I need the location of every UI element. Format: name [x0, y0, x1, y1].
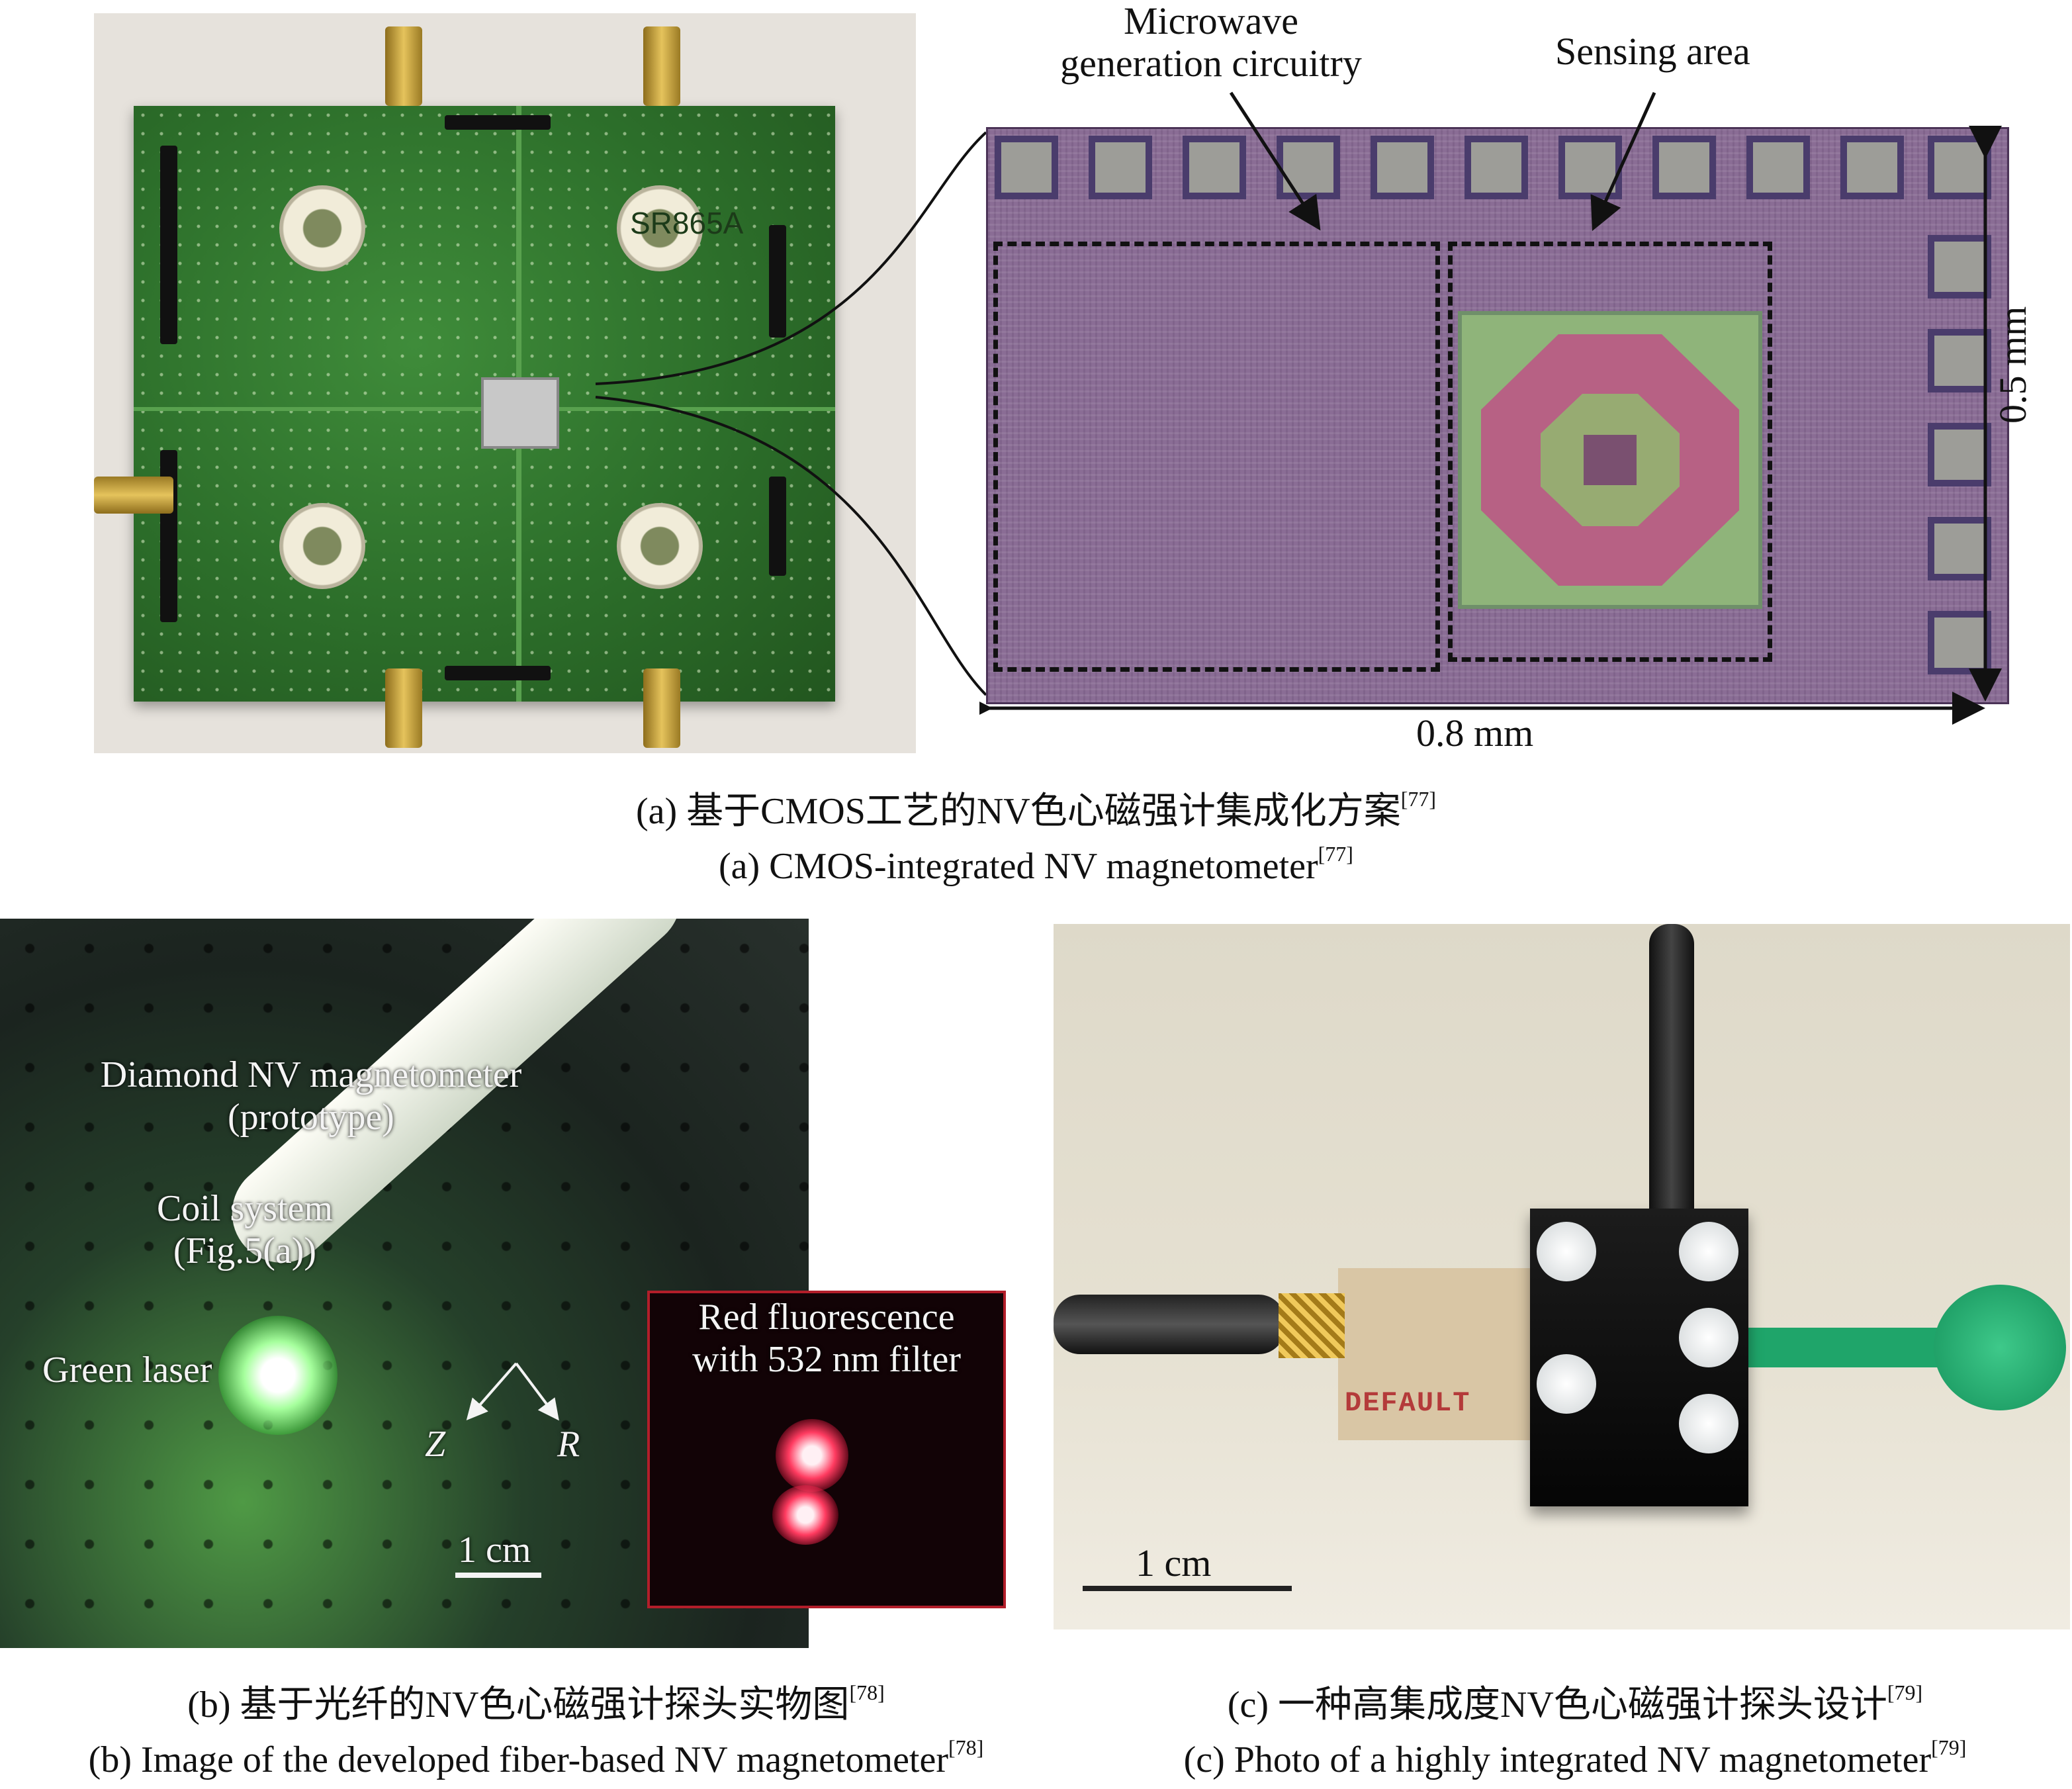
sma-connector	[643, 26, 680, 106]
pcb-board: SR865A	[134, 106, 835, 702]
caption-b-cn: (b) 基于光纤的NV色心磁强计探头实物图[78]	[0, 1674, 1072, 1728]
zoom-line-top	[595, 131, 987, 385]
inset-label-line1: Red fluorescence	[698, 1297, 955, 1338]
horizontal-cable	[1054, 1295, 1285, 1354]
annotation-arrows	[1229, 91, 1656, 232]
label-coil-line2: (Fig.5(a))	[173, 1230, 317, 1272]
axis-z-arrow	[466, 1362, 518, 1421]
caption-a-cn-ref: [77]	[1400, 787, 1437, 811]
pcb-silkscreen: SR865A	[630, 206, 744, 240]
pin-header	[445, 666, 551, 680]
sma-connector	[385, 668, 422, 748]
probe-photo: DEFAULT	[1054, 924, 2070, 1629]
chip-micrograph	[986, 127, 2009, 704]
green-laser-glow	[218, 1316, 338, 1435]
label-device-line2: (prototype)	[228, 1097, 394, 1138]
green-paddle	[1748, 1328, 1960, 1367]
caption-c-cn-ref: [79]	[1887, 1680, 1923, 1704]
bond-pad	[1371, 136, 1434, 199]
label-device-line1: Diamond NV magnetometer	[100, 1054, 522, 1095]
bond-pad	[1089, 136, 1152, 199]
arrow-microwave	[1229, 91, 1321, 231]
caption-c-cn: (c) 一种高集成度NV色心磁强计探头设计[79]	[1085, 1674, 2065, 1728]
probe-block	[1530, 1209, 1748, 1506]
scale-b-bar	[455, 1573, 541, 1578]
label-microwave-line1: Microwave	[1123, 0, 1299, 42]
inset-label: Red fluorescence with 532 nm filter	[647, 1296, 1006, 1381]
bond-pad	[1840, 136, 1904, 199]
caption-b-en: (b) Image of the developed fiber-based N…	[0, 1735, 1072, 1781]
arrow-sensing	[1590, 91, 1656, 232]
caption-a-en-ref: [77]	[1318, 842, 1353, 866]
fluorescence-inset	[647, 1291, 1006, 1608]
nv-region	[1584, 435, 1637, 485]
caption-a-cn: (a) 基于CMOS工艺的NV色心磁强计集成化方案[77]	[0, 781, 2072, 835]
mount-hole	[279, 185, 365, 271]
label-sensing: Sensing area	[1555, 30, 1750, 73]
caption-b-cn-text: (b) 基于光纤的NV色心磁强计探头实物图	[187, 1684, 850, 1725]
vertical-cable	[1649, 924, 1694, 1235]
label-microwave-line2: generation circuitry	[1060, 41, 1362, 85]
bond-pad	[1464, 136, 1528, 199]
microwave-region-box	[993, 242, 1440, 672]
sma-connector	[94, 477, 173, 514]
zoom-line-bottom	[595, 396, 987, 696]
axis-z-label: Z	[425, 1424, 446, 1465]
caption-b-en-text: (b) Image of the developed fiber-based N…	[88, 1739, 948, 1780]
scale-c-bar	[1083, 1586, 1292, 1591]
screw	[1537, 1222, 1596, 1281]
bond-pad	[1183, 136, 1246, 199]
screw	[1679, 1394, 1738, 1453]
pcb-photo: SR865A	[94, 13, 916, 753]
caption-c-cn-text: (c) 一种高集成度NV色心磁强计探头设计	[1227, 1684, 1887, 1725]
sensing-region-box	[1448, 242, 1772, 662]
label-device: Diamond NV magnetometer (prototype)	[26, 1054, 596, 1139]
label-laser: Green laser	[42, 1350, 212, 1391]
board-text: DEFAULT	[1345, 1387, 1471, 1419]
mount-hole	[617, 503, 703, 589]
pin-header	[769, 225, 786, 338]
mount-hole	[617, 185, 703, 271]
red-spot	[772, 1485, 838, 1545]
screw	[1679, 1222, 1738, 1281]
inset-label-line2: with 532 nm filter	[692, 1339, 961, 1381]
caption-b-en-ref: [78]	[948, 1735, 984, 1759]
screw	[1537, 1354, 1596, 1414]
axis-r-label: R	[557, 1424, 580, 1465]
caption-b-cn-ref: [78]	[849, 1680, 885, 1704]
dimension-arrows	[979, 126, 2002, 725]
bond-pad	[1652, 136, 1716, 199]
pin-header	[769, 477, 786, 576]
probe-pcb	[1338, 1268, 1556, 1440]
red-spot	[776, 1419, 848, 1492]
axis-r-arrow	[515, 1362, 559, 1421]
sma-nut	[1279, 1293, 1345, 1358]
sma-connector	[643, 668, 680, 748]
label-coil-line1: Coil system	[156, 1188, 334, 1229]
dim-width-label: 0.8 mm	[1416, 711, 1534, 755]
mount-hole	[279, 503, 365, 589]
dim-height-label: 0.5 mm	[1991, 306, 2034, 424]
caption-c-en: (c) Photo of a highly integrated NV magn…	[1085, 1735, 2065, 1781]
zoom-funnel	[595, 131, 987, 696]
scale-b-label: 1 cm	[458, 1530, 531, 1571]
caption-a-en-text: (a) CMOS-integrated NV magnetometer	[719, 846, 1318, 887]
caption-a-en: (a) CMOS-integrated NV magnetometer[77]	[0, 842, 2072, 888]
bond-pad	[1746, 136, 1810, 199]
caption-a-cn-text: (a) 基于CMOS工艺的NV色心磁强计集成化方案	[635, 791, 1401, 832]
bond-pad	[995, 136, 1058, 199]
label-microwave: Microwave generation circuitry	[1019, 0, 1403, 85]
cmos-chip	[481, 377, 559, 449]
pin-header	[445, 115, 551, 130]
sma-connector	[385, 26, 422, 106]
scale-c-label: 1 cm	[1136, 1541, 1212, 1584]
caption-c-en-ref: [79]	[1931, 1735, 1967, 1759]
label-coil: Coil system (Fig.5(a))	[119, 1187, 371, 1273]
pin-header	[160, 146, 177, 344]
pin-header	[160, 450, 177, 622]
green-disc	[1934, 1285, 2066, 1410]
axis-arrows	[466, 1362, 559, 1421]
screw	[1679, 1308, 1738, 1367]
caption-c-en-text: (c) Photo of a highly integrated NV magn…	[1183, 1739, 1932, 1780]
